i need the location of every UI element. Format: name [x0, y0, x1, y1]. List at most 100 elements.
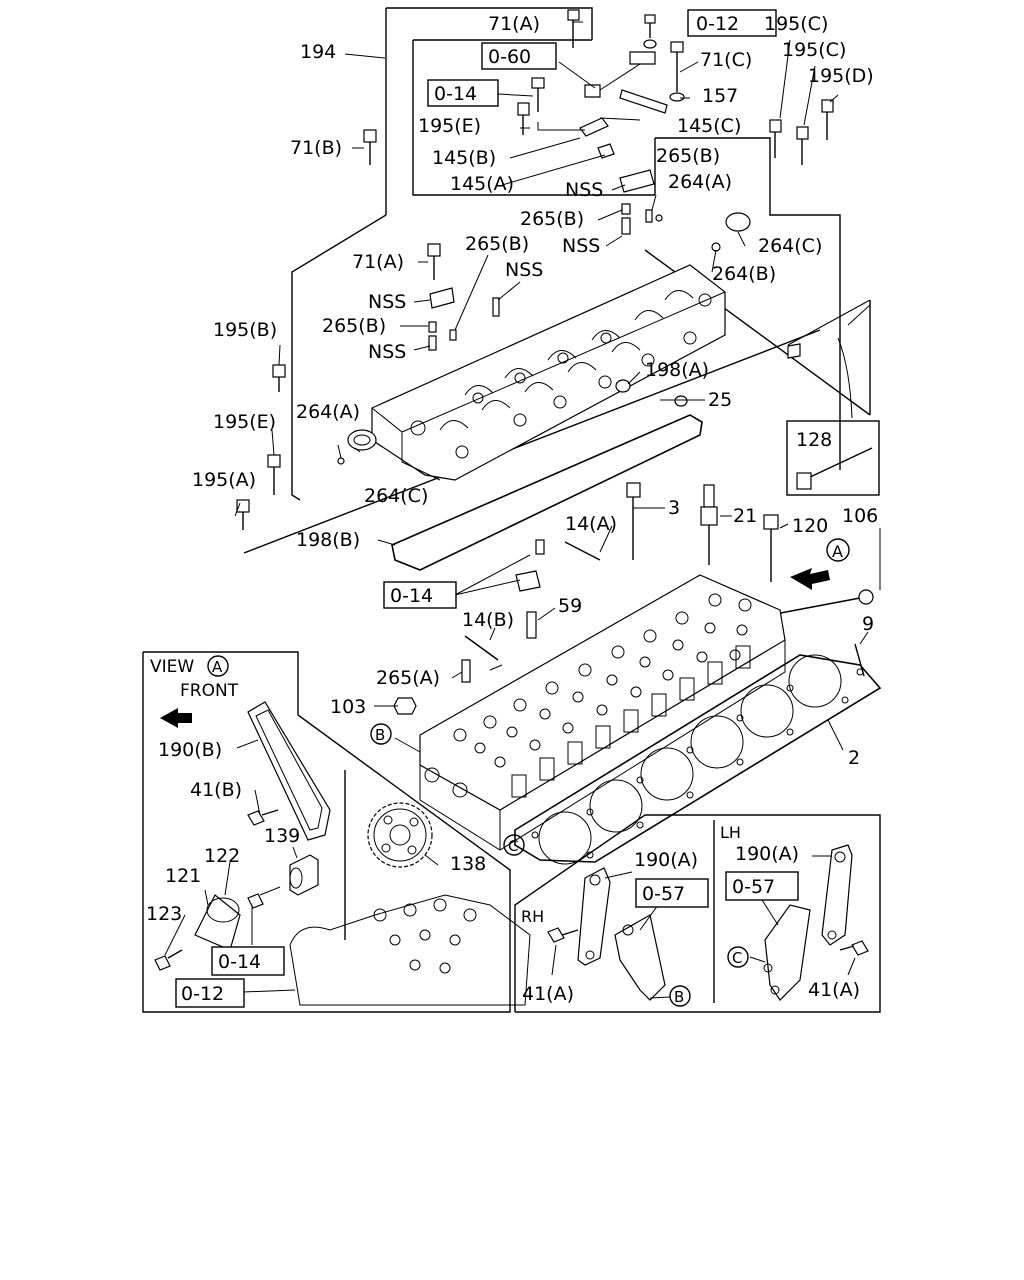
callout-122: 122 — [204, 845, 240, 867]
callout-2: 2 — [848, 747, 860, 769]
circle-view-A — [207, 655, 229, 677]
view-label: VIEW — [150, 657, 194, 677]
box-014-top — [427, 79, 499, 107]
box-012-top — [687, 9, 777, 37]
callout-3: 3 — [668, 497, 680, 519]
callout-ref-057-lh: 0-57 — [732, 876, 775, 898]
callout-NSS-3: NSS — [505, 259, 543, 281]
callout-ref-057-rh: 0-57 — [642, 883, 685, 905]
callout-195A: 195(A) — [192, 469, 256, 491]
callout-NSS-2: NSS — [562, 235, 600, 257]
callout-190B: 190(B) — [158, 739, 222, 761]
box-014-bot — [211, 946, 285, 976]
frames — [142, 7, 881, 1013]
box-014-mid — [383, 581, 457, 609]
callout-198B: 198(B) — [296, 529, 360, 551]
leader-lines — [164, 21, 881, 999]
callout-264C-top: 264(C) — [758, 235, 822, 257]
circle-A — [826, 538, 850, 562]
callout-106: 106 — [842, 505, 878, 527]
callout-264B: 264(B) — [712, 263, 776, 285]
bolts — [236, 9, 874, 715]
callout-194: 194 — [300, 41, 336, 63]
box-012-bot — [175, 978, 245, 1008]
callout-C-circle: C — [508, 837, 518, 855]
callout-195D: 195(D) — [808, 65, 874, 87]
callout-C-circle-lh: C — [732, 949, 742, 967]
box-060 — [481, 42, 557, 70]
callout-A-circle: A — [832, 542, 843, 561]
head-gasket — [514, 654, 882, 865]
box-057-rh — [635, 878, 709, 908]
callout-123: 123 — [146, 903, 182, 925]
callout-NSS-5: NSS — [368, 341, 406, 363]
callout-190A-lh: 190(A) — [735, 843, 799, 865]
callout-138: 138 — [450, 853, 486, 875]
lift-brackets — [547, 844, 869, 1001]
callout-145B: 145(B) — [432, 147, 496, 169]
callout-71C: 71(C) — [700, 49, 752, 71]
callout-ref-014-top: 0-14 — [434, 83, 477, 105]
callout-view-A: A — [212, 658, 223, 676]
front-label: FRONT — [180, 681, 239, 701]
brackets — [428, 51, 871, 592]
callout-41A-rh: 41(A) — [522, 983, 574, 1005]
callout-265B-2: 265(B) — [520, 208, 584, 230]
callout-195E-mid: 195(E) — [213, 411, 276, 433]
callout-71A-mid: 71(A) — [352, 251, 404, 273]
callout-41A-lh: 41(A) — [808, 979, 860, 1001]
callout-265B-4: 265(B) — [322, 315, 386, 337]
callout-41B: 41(B) — [190, 779, 242, 801]
callout-B-circle: B — [375, 726, 385, 744]
callout-120: 120 — [792, 515, 828, 537]
callout-NSS-4: NSS — [368, 291, 406, 313]
cam-cover-gasket — [391, 414, 703, 571]
callout-264A-top: 264(A) — [668, 171, 732, 193]
callout-59: 59 — [558, 595, 582, 617]
callout-195E-top: 195(E) — [418, 115, 481, 137]
callout-LH: LH — [720, 823, 741, 842]
callout-RH: RH — [521, 907, 544, 926]
callout-264C-mid: 264(C) — [364, 485, 428, 507]
callout-B-circle-rh: B — [674, 988, 684, 1006]
callout-121: 121 — [165, 865, 201, 887]
callout-157: 157 — [702, 85, 738, 107]
callout-ref-012-bot: 0-12 — [181, 983, 224, 1005]
circle-C — [503, 834, 525, 856]
callout-190A-rh: 190(A) — [634, 849, 698, 871]
callout-14A: 14(A) — [565, 513, 617, 535]
callout-ref-060: 0-60 — [488, 46, 531, 68]
callout-128: 128 — [796, 429, 832, 451]
callout-195C-1: 195(C) — [764, 13, 828, 35]
arrow-view-a — [790, 568, 830, 590]
callout-264A-mid: 264(A) — [296, 401, 360, 423]
callout-71B: 71(B) — [290, 137, 342, 159]
callout-145C: 145(C) — [677, 115, 741, 137]
cylinder-head — [419, 574, 786, 851]
box-057-lh — [725, 871, 799, 901]
callout-198A: 198(A) — [645, 359, 709, 381]
view-a-contents — [154, 701, 531, 1006]
callout-265B-1: 265(B) — [656, 145, 720, 167]
callout-195C-2: 195(C) — [782, 39, 846, 61]
callout-265B-3: 265(B) — [465, 233, 529, 255]
callout-265A: 265(A) — [376, 667, 440, 689]
callout-195B: 195(B) — [213, 319, 277, 341]
callout-103: 103 — [330, 696, 366, 718]
callout-14B: 14(B) — [462, 609, 514, 631]
callout-25: 25 — [708, 389, 732, 411]
labels: 71(A) 0-12 195(C) 194 195(C) 0-60 71(C) … — [146, 9, 878, 1008]
circle-B-rh — [669, 985, 691, 1007]
callout-21: 21 — [733, 505, 757, 527]
callout-NSS-1: NSS — [565, 179, 603, 201]
circle-B — [370, 723, 392, 745]
callout-ref-014-bot: 0-14 — [218, 951, 261, 973]
callout-145A: 145(A) — [450, 173, 514, 195]
callout-139: 139 — [264, 825, 300, 847]
camshaft-carrier — [347, 212, 751, 481]
callout-ref-012-top: 0-12 — [696, 13, 739, 35]
callout-9: 9 — [862, 613, 874, 635]
callout-71A-top: 71(A) — [488, 13, 540, 35]
circle-C-lh — [727, 946, 749, 968]
